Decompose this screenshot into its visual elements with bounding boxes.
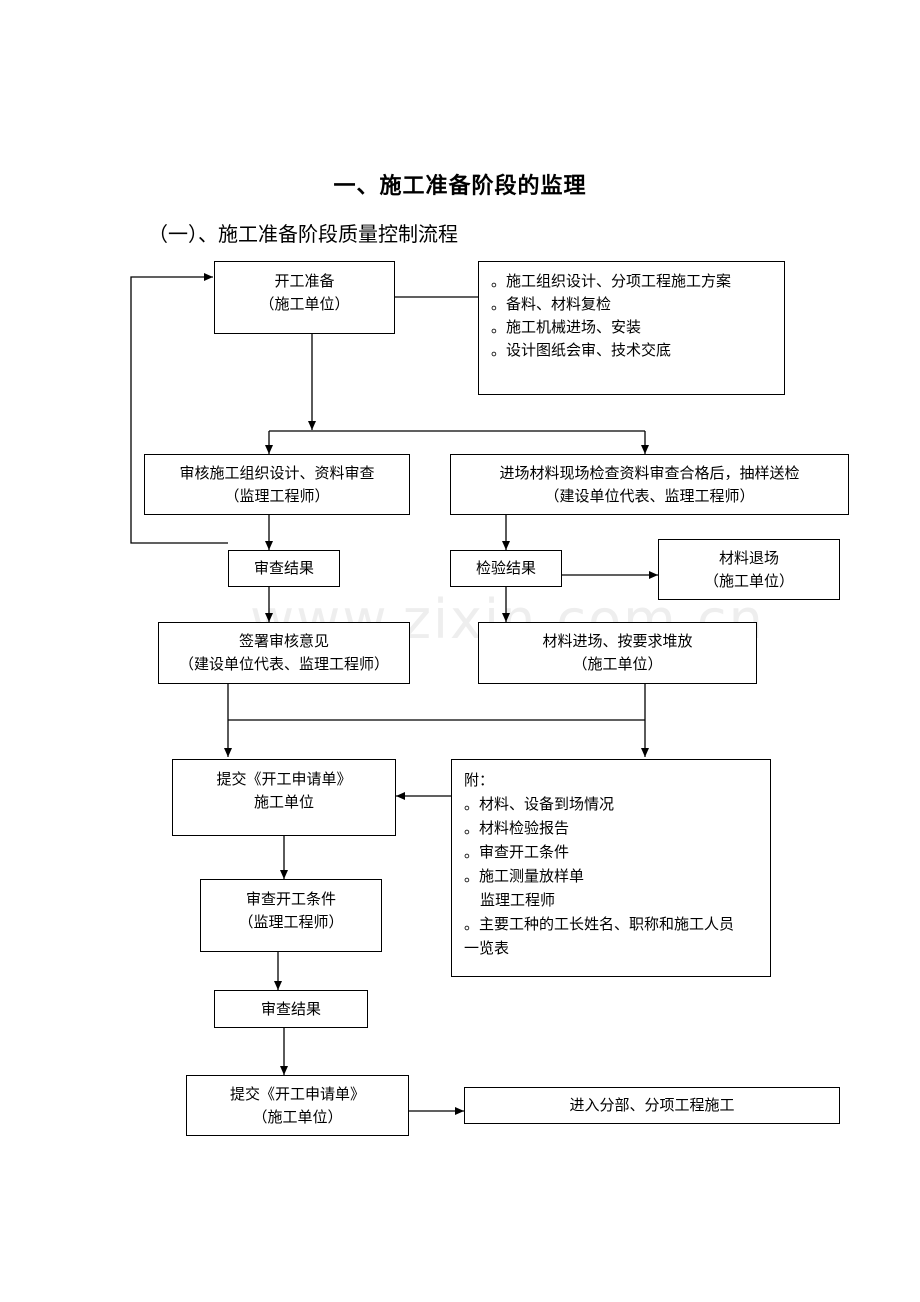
attachment-item: 。施工测量放样单	[464, 867, 585, 885]
attachments-heading: 附：	[464, 771, 495, 789]
node-material-check-line1: 进场材料现场检查资料审查合格后，抽样送检	[499, 463, 800, 482]
node-start-prep-line1: 开工准备	[274, 272, 335, 290]
node-submit-app-1-line2: 施工单位	[253, 793, 314, 811]
node-enter-construction: 进入分部、分项工程施工	[464, 1087, 840, 1124]
prep-item: 。设计图纸会审、技术交底	[491, 341, 672, 359]
node-material-stack-line2: （施工单位）	[572, 655, 663, 673]
node-review-design-line2: （监理工程师）	[224, 486, 330, 505]
node-review-result-1-label: 审查结果	[253, 559, 314, 577]
node-sign-opinion-line1: 签署审核意见	[238, 632, 329, 650]
page-title: 一、施工准备阶段的监理	[333, 174, 587, 199]
node-review-result-2: 审查结果	[214, 990, 368, 1028]
node-material-check: 进场材料现场检查资料审查合格后，抽样送检 （建设单位代表、监理工程师）	[450, 454, 849, 515]
node-review-conditions-line2: （监理工程师）	[238, 913, 344, 931]
loop-back-arrow	[130, 273, 228, 544]
prep-item: 。备料、材料复检	[491, 295, 612, 313]
attachment-item: 。材料检验报告	[464, 819, 570, 837]
node-material-stack-line1: 材料进场、按要求堆放	[542, 632, 693, 650]
node-submit-app-1: 提交《开工申请单》 施工单位	[172, 759, 396, 836]
node-material-return: 材料退场 （施工单位）	[658, 539, 840, 600]
node-submit-app-2-line1: 提交《开工申请单》	[229, 1084, 365, 1103]
node-sign-opinion-line2: （建设单位代表、监理工程师）	[178, 655, 389, 673]
node-review-result-1: 审查结果	[228, 550, 340, 587]
attachment-item: 监理工程师	[480, 891, 556, 909]
node-review-design: 审核施工组织设计、资料审查 （监理工程师）	[144, 454, 410, 515]
node-material-return-line2: （施工单位）	[703, 571, 794, 590]
node-review-result-2-label: 审查结果	[260, 999, 321, 1018]
node-material-check-line2: （建设单位代表、监理工程师）	[544, 486, 755, 505]
prep-item: 。施工机械进场、安装	[491, 318, 642, 336]
node-review-conditions: 审查开工条件 （监理工程师）	[200, 879, 382, 952]
attachment-item: 一览表	[464, 939, 510, 957]
attachment-item: 。材料、设备到场情况	[464, 795, 615, 813]
node-prep-items: 。施工组织设计、分项工程施工方案 。备料、材料复检 。施工机械进场、安装 。设计…	[478, 261, 785, 395]
node-submit-app-1-line1: 提交《开工申请单》	[216, 770, 352, 788]
node-start-prep: 开工准备 （施工单位）	[214, 261, 395, 334]
prep-item: 。施工组织设计、分项工程施工方案	[491, 272, 732, 290]
node-attachments: 附： 。材料、设备到场情况 。材料检验报告 。审查开工条件 。施工测量放样单 监…	[451, 759, 771, 977]
node-enter-construction-label: 进入分部、分项工程施工	[569, 1096, 735, 1114]
node-test-result-label: 检验结果	[475, 559, 536, 577]
node-material-return-line1: 材料退场	[718, 548, 779, 567]
attachment-item: 。审查开工条件	[464, 843, 570, 861]
node-submit-app-2-line2: （施工单位）	[252, 1107, 343, 1126]
node-start-prep-line2: （施工单位）	[259, 295, 350, 313]
node-sign-opinion: 签署审核意见 （建设单位代表、监理工程师）	[158, 622, 410, 684]
node-test-result: 检验结果	[450, 550, 562, 587]
node-review-conditions-line1: 审查开工条件	[245, 890, 336, 908]
node-material-stack: 材料进场、按要求堆放 （施工单位）	[478, 622, 757, 684]
attachment-item: 。主要工种的工长姓名、职称和施工人员	[464, 915, 735, 933]
section-subtitle: （一）、施工准备阶段质量控制流程	[148, 222, 458, 246]
node-submit-app-2: 提交《开工申请单》 （施工单位）	[186, 1075, 409, 1136]
node-review-design-line1: 审核施工组织设计、资料审查	[179, 463, 375, 482]
